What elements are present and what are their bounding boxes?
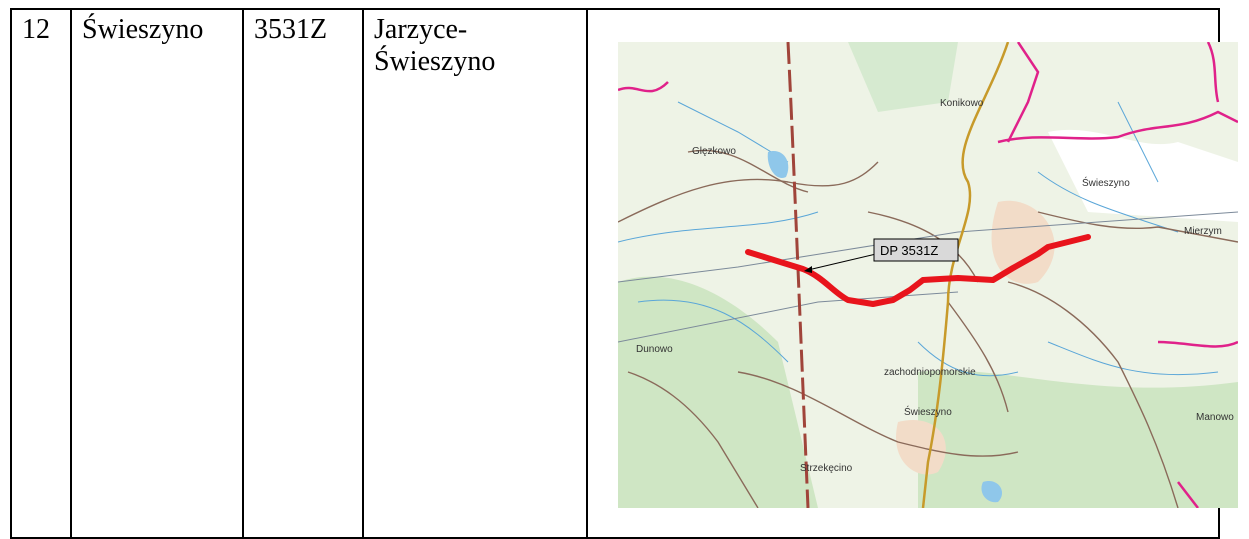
route-line-1: Jarzyce- — [374, 14, 468, 45]
open-area — [1048, 129, 1238, 222]
lake — [767, 151, 789, 178]
place-glezkowo: Glęzkowo — [692, 146, 736, 157]
railway-dashed — [786, 42, 810, 508]
forest-area — [918, 370, 1238, 508]
place-voivodeship: zachodniopomorskie — [884, 367, 976, 378]
place-strzekecino: Strzekęcino — [800, 463, 853, 474]
cell-route: Jarzyce- Świeszyno — [362, 8, 588, 539]
place-dunowo: Dunowo — [636, 344, 673, 355]
road-number: 3531Z — [254, 14, 328, 45]
route-line-2: Świeszyno — [374, 46, 496, 77]
highlighted-road-dp3531z — [745, 234, 1091, 307]
cell-number: 12 — [10, 8, 72, 539]
row-number: 12 — [22, 14, 50, 45]
route-name: Jarzyce- Świeszyno — [364, 10, 586, 78]
cell-road-number: 3531Z — [242, 8, 364, 539]
commune-name: Świeszyno — [82, 14, 204, 45]
forest-area — [618, 276, 818, 508]
road-label: DP 3531Z — [880, 243, 938, 258]
railway-line — [618, 211, 1238, 343]
road-location-map: DP 3531Z Konikowo Glęzkowo Świeszyno Mie… — [618, 42, 1238, 508]
road-label-box — [873, 238, 959, 262]
admin-boundary — [618, 42, 1238, 508]
forest-area — [848, 42, 958, 112]
place-konikowo: Konikowo — [940, 98, 984, 109]
place-swieszyno-s: Świeszyno — [904, 405, 952, 418]
callout-arrow — [807, 253, 877, 271]
place-manowo: Manowo — [1196, 412, 1234, 423]
place-mierzym: Mierzym — [1184, 226, 1222, 237]
settlement-area — [991, 200, 1055, 284]
lake — [981, 481, 1003, 503]
map-svg: DP 3531Z Konikowo Glęzkowo Świeszyno Mie… — [618, 42, 1238, 508]
main-road — [921, 42, 1010, 508]
cell-commune: Świeszyno — [70, 8, 244, 539]
place-swieszyno-ne: Świeszyno — [1082, 176, 1130, 189]
callout-arrowhead — [804, 266, 812, 273]
